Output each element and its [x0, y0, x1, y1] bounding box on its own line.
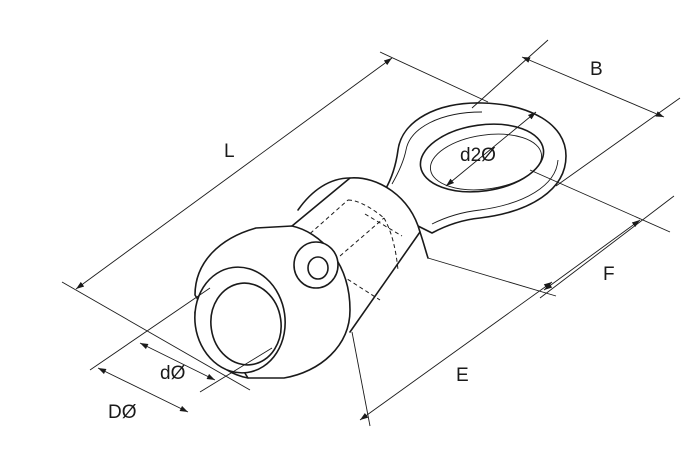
ext-line-L-right — [379, 51, 489, 103]
dim-L — [75, 57, 393, 290]
dim-d — [139, 342, 216, 381]
dimension-lines — [61, 39, 681, 427]
side-pin-outer — [293, 241, 339, 289]
dim-E — [359, 281, 553, 421]
dimension-labels: L B d2Ø F E dØ DØ — [108, 59, 615, 423]
dim-D — [97, 367, 189, 413]
label-B: B — [590, 59, 603, 80]
label-L: L — [224, 141, 235, 162]
sleeve-right-edge — [419, 231, 429, 259]
dim-F — [543, 219, 641, 291]
dim-B — [521, 56, 665, 118]
label-d2: d2Ø — [460, 145, 496, 166]
ring-tongue-edge-lower — [431, 159, 559, 225]
ring-terminal — [194, 102, 567, 379]
ext-line-B-right — [555, 97, 681, 187]
ext-line-F-upper — [529, 169, 671, 233]
label-d: dØ — [160, 363, 186, 384]
ext-line-F-lower — [427, 257, 557, 297]
ext-line-d-inner — [199, 347, 273, 393]
ext-line-B-left — [471, 39, 549, 109]
ext-line-E-left — [351, 331, 371, 427]
label-D: DØ — [108, 402, 137, 423]
dim-d2 — [445, 111, 537, 187]
ext-line-d-outer — [89, 287, 211, 371]
label-F: F — [603, 264, 615, 285]
ext-line-L-left — [61, 281, 251, 391]
label-E: E — [456, 365, 469, 386]
